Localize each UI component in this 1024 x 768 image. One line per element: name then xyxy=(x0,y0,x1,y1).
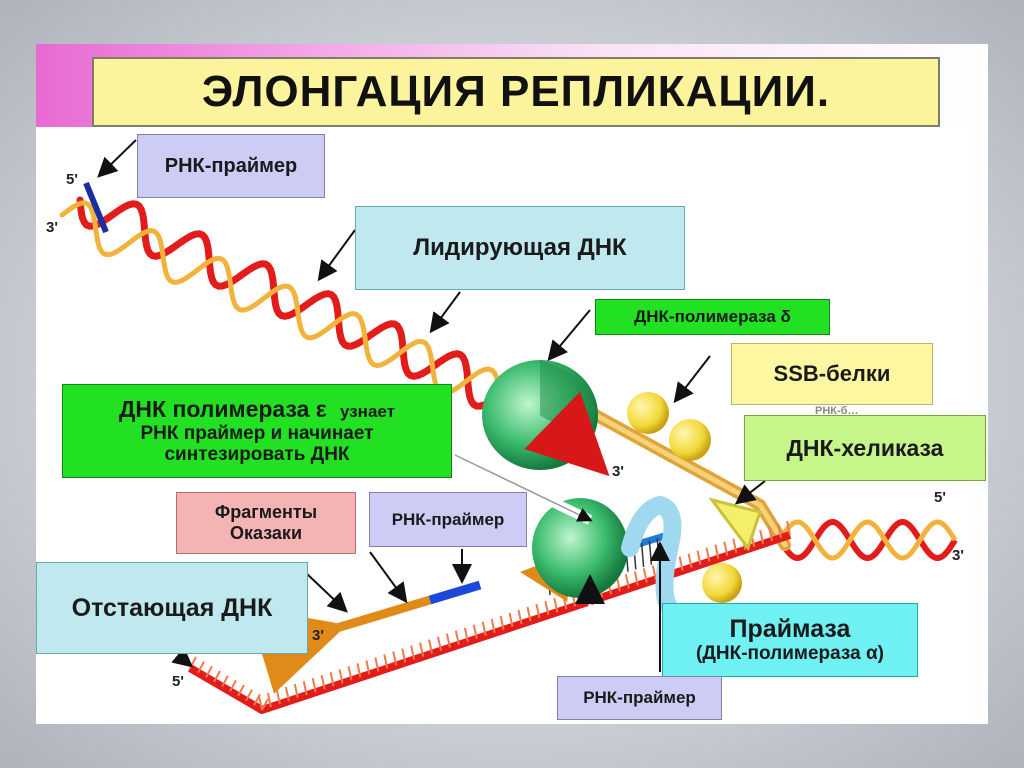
dna-polymerase-lower xyxy=(532,495,682,614)
label-lagging-dna: Отстающая ДНК xyxy=(36,562,308,654)
primer-segment-top xyxy=(83,181,109,234)
label-primase: Праймаза (ДНК-полимераза α) xyxy=(662,603,918,677)
okazaki-line-2: Оказаки xyxy=(229,523,303,543)
label-rna-primer-top: РНК-праймер xyxy=(137,134,325,198)
label-dna-helicase: ДНК-хеликаза xyxy=(744,415,986,481)
primase-line-1: Праймаза xyxy=(729,614,851,643)
strand-end-right-3: 3' xyxy=(952,547,964,564)
ssb-proteins xyxy=(627,392,742,603)
slide-title: ЭЛОНГАЦИЯ РЕПЛИКАЦИИ. xyxy=(92,57,940,127)
label-rna-primer-mid: РНК-праймер xyxy=(369,492,527,547)
epsilon-line-1b: узнает xyxy=(340,401,395,421)
strand-end-top-3: 3' xyxy=(46,219,58,236)
strand-end-top-5: 5' xyxy=(66,171,78,188)
strand-end-bottom-5: 5' xyxy=(172,673,184,690)
epsilon-line-2: РНК праймер и начинает xyxy=(140,422,374,444)
epsilon-line-1a: ДНК полимераза ε xyxy=(119,395,327,422)
epsilon-line-3: синтезировать ДНК xyxy=(164,444,350,466)
epsilon-line-1: ДНК полимераза ε узнает xyxy=(119,396,395,423)
primase-line-2: (ДНК-полимераза α) xyxy=(696,643,884,665)
label-ssb-faded: РНК-б… xyxy=(815,405,859,417)
label-okazaki-fragments: Фрагменты Оказаки xyxy=(176,492,356,554)
okazaki-primer xyxy=(428,580,482,605)
label-ssb-proteins: SSB-белки xyxy=(731,343,933,405)
strand-end-labels: 5' 3' 5' 3' 3' 3' 5' xyxy=(46,171,964,690)
strand-end-mid-3: 3' xyxy=(612,463,624,480)
helicase-shape xyxy=(708,497,762,552)
label-pointers xyxy=(97,139,766,672)
label-dna-polymerase-delta: ДНК-полимераза δ xyxy=(595,299,830,335)
leading-helix xyxy=(59,181,504,410)
okazaki-line-1: Фрагменты xyxy=(214,502,318,523)
strand-end-left-3: 3' xyxy=(312,627,324,644)
okazaki-fragment xyxy=(248,595,432,694)
strand-end-right-5: 5' xyxy=(934,489,946,506)
label-rna-primer-bottom: РНК-праймер xyxy=(557,676,722,720)
label-leading-dna: Лидирующая ДНК xyxy=(355,206,685,290)
right-helix xyxy=(777,518,958,562)
dna-polymerase-delta xyxy=(482,360,610,477)
label-dna-polymerase-epsilon: ДНК полимераза ε узнает РНК праймер и на… xyxy=(62,384,452,478)
